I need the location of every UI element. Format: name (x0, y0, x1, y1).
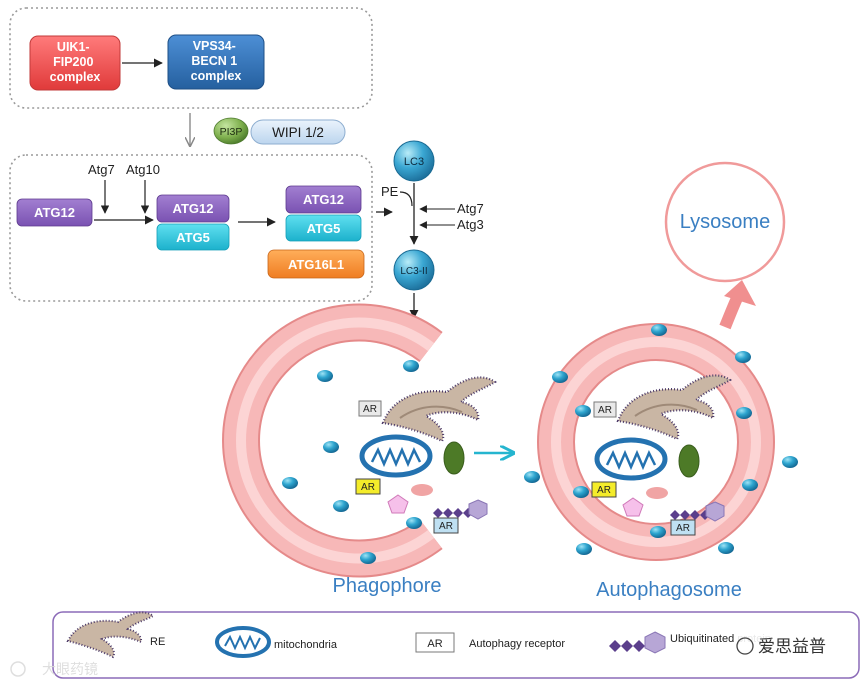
phagophore-mitochondrion (359, 434, 433, 478)
watermark-right-text: 爱思益普 (758, 637, 826, 656)
legend-re-label: RE (150, 636, 165, 648)
atg3-label: Atg3 (457, 217, 484, 232)
legend-re-icon (66, 611, 155, 659)
atg10-label: Atg10 (126, 162, 160, 177)
autophagosome-ar-yellow: AR (591, 481, 617, 498)
pe-join-curve (399, 191, 413, 207)
wipi-label: WIPI 1/2 (272, 125, 324, 140)
vps-line-3: complex (191, 69, 242, 83)
autophagosome (537, 323, 775, 561)
atg12-top-label: ATG12 (303, 192, 344, 207)
atg5-complex-label: ATG5 (176, 230, 210, 245)
phagophore (222, 303, 443, 578)
legend-receptor-label: Autophagy receptor (469, 638, 565, 650)
autophagosome-re (616, 374, 732, 441)
ulk-line-3: complex (50, 70, 101, 84)
watermark-right: 爱思益普 (734, 632, 838, 660)
autophagosome-ubiquitin (670, 501, 725, 522)
phagophore-ubiquitin (433, 499, 488, 520)
phagophore-green-organelle (443, 441, 465, 475)
pe-label: PE (381, 184, 399, 199)
phagophore-pentagon (387, 494, 409, 514)
ulk-complex-box: UIK1- FIP200 complex (29, 35, 121, 91)
autophagosome-pink-oval (646, 487, 668, 499)
lc3-circle: LC3 (393, 140, 435, 182)
autophagosome-label: Autophagosome (596, 579, 742, 601)
watermark-left: 大眼药镜 (10, 661, 98, 677)
legend-ar-box: AR (415, 632, 455, 653)
phagophore-re (381, 376, 497, 443)
phagophore-lc3-dots (282, 360, 422, 564)
atg12-free-label: ATG12 (34, 205, 75, 220)
autophagosome-green-organelle (678, 444, 700, 478)
phagophore-pink-oval (411, 484, 433, 496)
fusion-arrow (719, 280, 756, 330)
lc3ii-label: LC3-II (400, 266, 427, 277)
vps-line-2: BECN 1 (191, 54, 237, 68)
autophagosome-lc3-dots (524, 324, 798, 555)
lc3-label: LC3 (404, 156, 424, 168)
autophagosome-ar-top-label: AR (598, 405, 612, 416)
vps34-complex-box: VPS34- BECN 1 complex (167, 34, 265, 90)
autophagosome-ar-blue-label: AR (676, 523, 690, 534)
vps-line-1: VPS34- (193, 39, 236, 53)
atg5-mid-label: ATG5 (307, 221, 341, 236)
phagophore-ar-top: AR (358, 400, 382, 417)
phagophore-ar-yellow-label: AR (361, 482, 375, 493)
legend-ar-label: AR (427, 638, 442, 650)
ulk-line-1: UIK1- (57, 40, 90, 54)
legend-mitochondria-label: mitochondria (274, 639, 338, 651)
atg7-label-left: Atg7 (88, 162, 115, 177)
initiation-box (9, 7, 373, 109)
phagophore-ar-yellow: AR (355, 478, 381, 495)
legend-mitochondria-icon (215, 626, 271, 658)
atg12-atg5-complex: ATG12 ATG5 (156, 194, 230, 251)
phagophore-label: Phagophore (333, 575, 442, 597)
lysosome: Lysosome (664, 161, 786, 283)
lysosome-label: Lysosome (680, 211, 770, 233)
autophagosome-pentagon (622, 497, 644, 517)
atg12-free-box: ATG12 (16, 198, 93, 227)
svg-text:VPS34- BECN 1 comp: VPS34- BECN 1 complex (191, 39, 242, 83)
atg16l1-complex: ATG12 ATG5 ATG16L1 (267, 185, 365, 279)
atg16l1-label: ATG16L1 (288, 257, 344, 272)
phagophore-ar-top-label: AR (363, 404, 377, 415)
atg7-right-label: Atg7 (457, 201, 484, 216)
atg12-complex-label: ATG12 (173, 201, 214, 216)
autophagosome-mitochondrion (594, 437, 668, 481)
phagophore-ar-blue-label: AR (439, 521, 453, 532)
conjugation-box (9, 154, 373, 302)
legend-ubiquitin-icon (609, 631, 666, 654)
autophagosome-ar-top: AR (593, 401, 617, 418)
pi3p-label: PI3P (220, 126, 243, 138)
lc3ii-circle: LC3-II (393, 249, 435, 291)
wipi-pill: WIPI 1/2 (250, 119, 346, 145)
ulk-line-2: FIP200 (53, 55, 93, 69)
pi3p-circle: PI3P (213, 117, 249, 145)
svg-text:UIK1- FIP200 compl: UIK1- FIP200 complex (50, 40, 101, 84)
autophagosome-ar-blue: AR (670, 519, 696, 536)
autophagosome-ar-yellow-label: AR (597, 485, 611, 496)
phagophore-ar-blue: AR (433, 517, 459, 534)
watermark-left-text: 大眼药镜 (42, 661, 98, 677)
